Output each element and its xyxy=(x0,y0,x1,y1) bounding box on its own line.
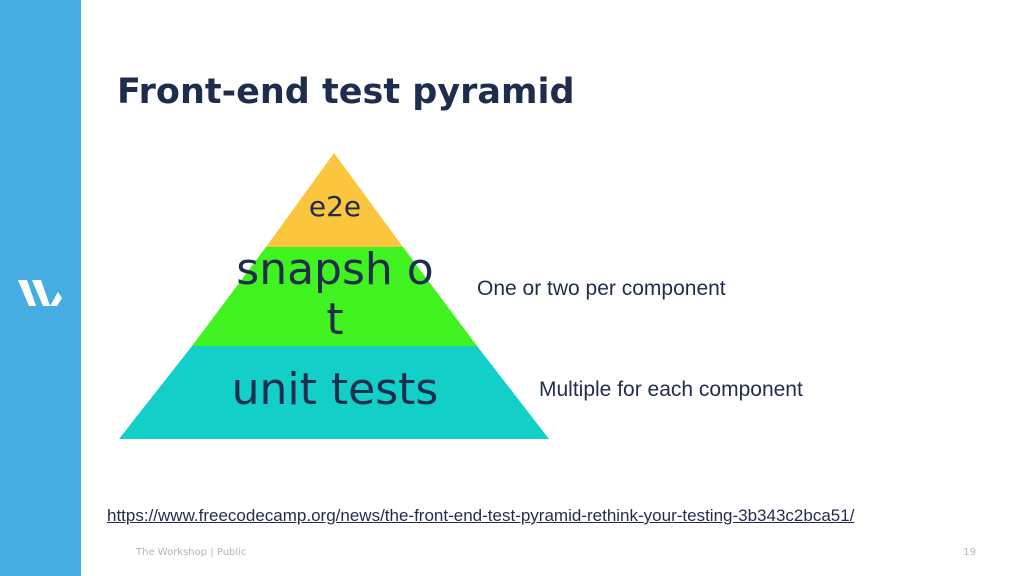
pyramid-tier-unit xyxy=(119,346,549,439)
tier-label-e2e: e2e xyxy=(308,190,362,223)
workshop-logo-icon xyxy=(18,280,62,306)
footer-text: The Workshop | Public xyxy=(136,547,247,558)
tier-label-snapshot: snapsh ot xyxy=(236,244,434,345)
snapshot-note: One or two per component xyxy=(477,277,726,300)
pyramid-tier-snapshot xyxy=(192,247,477,346)
page-number: 19 xyxy=(963,547,976,558)
sidebar-band xyxy=(0,0,81,576)
slide-title: Front-end test pyramid xyxy=(117,72,575,112)
tier-label-unit-tests: unit tests xyxy=(231,364,439,415)
pyramid-tier-e2e xyxy=(266,153,403,247)
source-link[interactable]: https://www.freecodecamp.org/news/the-fr… xyxy=(107,506,855,525)
unit-tests-note: Multiple for each component xyxy=(539,378,803,401)
